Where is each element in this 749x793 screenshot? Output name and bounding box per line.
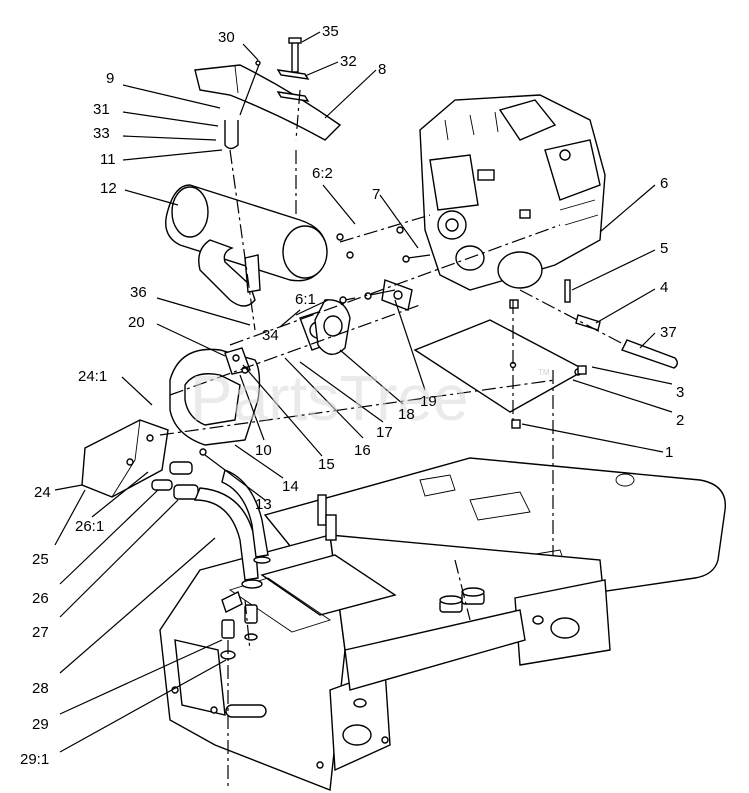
- watermark-trademark: TM: [538, 368, 550, 377]
- assembly-guide-lines: [159, 89, 626, 790]
- callout-34: 34: [262, 327, 279, 344]
- callout-26: 26: [32, 590, 49, 607]
- callout-36: 36: [130, 284, 147, 301]
- callout-10: 10: [255, 442, 272, 459]
- top-hardware: [239, 37, 310, 116]
- callout-25: 25: [32, 551, 49, 568]
- callout-9: 9: [106, 70, 114, 87]
- callout-33: 33: [93, 125, 110, 142]
- callout-7: 7: [372, 186, 380, 203]
- callout-12: 12: [100, 180, 117, 197]
- leader-lines: [54, 31, 673, 753]
- callout-20: 20: [128, 314, 145, 331]
- fuel-fittings-hose: [151, 448, 271, 660]
- callout-16: 16: [354, 442, 371, 459]
- callout-3: 3: [676, 384, 684, 401]
- callout-35: 35: [322, 23, 339, 40]
- callout-14: 14: [282, 478, 299, 495]
- callout-31: 31: [93, 101, 110, 118]
- watermark: PartsTree TM: [190, 362, 550, 434]
- callout-29: 29: [32, 716, 49, 733]
- callout-26-1: 26:1: [75, 518, 104, 535]
- right-hardware: [509, 279, 678, 429]
- callout-11: 11: [100, 151, 116, 168]
- callout-2: 2: [676, 412, 684, 429]
- callout-24-1: 24:1: [78, 368, 107, 385]
- callout-32: 32: [340, 53, 357, 70]
- exhaust-gaskets: [299, 226, 431, 355]
- callout-30: 30: [218, 29, 235, 46]
- callout-29-1: 29:1: [20, 751, 49, 768]
- callout-4: 4: [660, 279, 668, 296]
- engine-assembly: [419, 94, 606, 291]
- intake-elbow: [169, 347, 261, 446]
- callout-15: 15: [318, 456, 335, 473]
- callout-6: 6: [660, 175, 668, 192]
- callout-6-2: 6:2: [312, 165, 333, 182]
- callout-13: 13: [255, 496, 272, 513]
- callout-17: 17: [376, 424, 393, 441]
- callout-28: 28: [32, 680, 49, 697]
- muffler: [165, 184, 354, 307]
- callout-1: 1: [665, 444, 673, 461]
- callout-19: 19: [420, 393, 437, 410]
- callout-24: 24: [34, 484, 51, 501]
- heat-shield: [194, 64, 342, 150]
- callout-5: 5: [660, 240, 668, 257]
- callout-labels: 30 35 32 8 9 31 33 11 12 6:2 7 6 5 4 37 …: [20, 23, 684, 768]
- callout-27: 27: [32, 624, 49, 641]
- callout-8: 8: [378, 61, 386, 78]
- callout-6-1: 6:1: [295, 291, 316, 308]
- callout-37: 37: [660, 324, 677, 341]
- frame-chassis: [159, 457, 726, 791]
- watermark-text: PartsTree: [190, 362, 469, 434]
- callout-18: 18: [398, 406, 415, 423]
